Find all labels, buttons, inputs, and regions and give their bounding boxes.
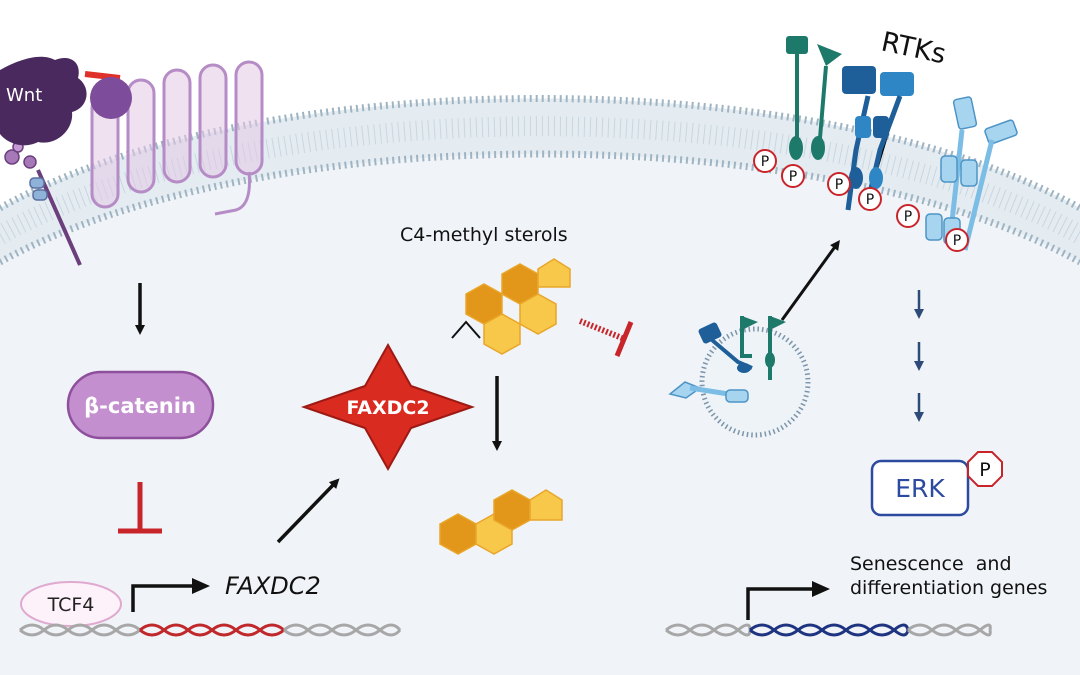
inhibit-beta-catenin-tcf4 [118,482,162,534]
faxdc2-gene-label: FAXDC2 [225,572,321,600]
tcf4-label: TCF4 [47,594,95,616]
arrow-endosome-to-membrane [780,239,840,321]
target-genes-label-line1: Senescence and [850,553,1012,575]
lrp-coreceptor-icon [4,141,82,266]
sterols-label: C4-methyl sterols [400,224,568,246]
rtk-icon-blue [842,66,914,211]
arrow-gene-to-faxdc2 [276,478,340,544]
inhibit-sterols-rtk [578,318,634,357]
erk-phospho-label: P [979,459,990,481]
target-genes-label-line2: differentiation genes [850,577,1047,599]
faxdc2-promoter-arrow [131,578,210,612]
target-genes-promoter-arrow [746,581,830,620]
beta-catenin-node [66,370,215,440]
cytoplasm [0,154,1080,675]
erk-node [870,459,970,517]
faxdc2-enzyme-label: FAXDC2 [346,397,429,419]
wnt-label: Wnt [6,85,42,106]
dna-helix-icon-right [665,623,992,637]
phospho-label-1: P [761,154,769,170]
faxdc2-enzyme-node [300,342,476,472]
rtk-icon-teal [786,36,842,160]
phospho-label-5: P [904,209,912,225]
erk-phospho-badge [967,451,1003,487]
endosome-icon [668,316,811,438]
sterol-hexagon-icon-bottom [439,489,563,555]
phospho-label-6: P [953,233,961,249]
tcf4-node [20,581,122,627]
rtks-label: RTKs [879,27,949,71]
phospho-label-2: P [789,169,797,185]
dna-helix-icon-left [19,623,402,637]
cell-membrane [0,98,1080,262]
beta-catenin-label: β-catenin [84,394,196,418]
phospho-label-3: P [835,177,843,193]
sterol-hexagon-icon-top [451,258,571,355]
phospho-label-4: P [866,192,874,208]
wnt-ligand-icon [0,56,87,146]
erk-label: ERK [895,474,945,503]
phospho-badge-icon [753,149,969,252]
frizzled-crd-domain [90,77,132,119]
